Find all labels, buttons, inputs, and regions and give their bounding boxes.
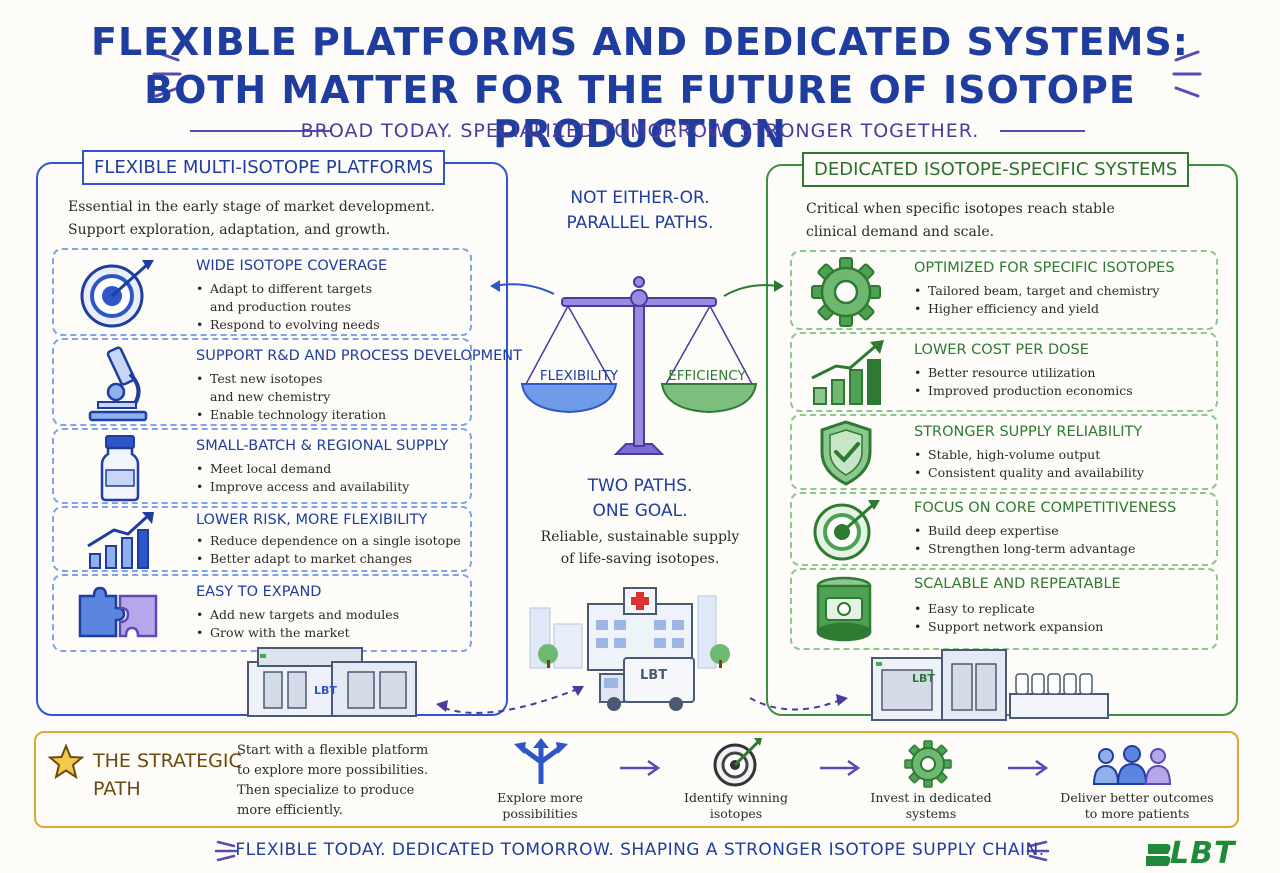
subtitle: BROAD TODAY. SPECIALIZED TOMORROW. STRON…: [300, 120, 980, 142]
left-card-1-bullets: Adapt to different targets and productio…: [196, 280, 380, 334]
right-card-5-bullets: Easy to replicate Support network expans…: [914, 600, 1103, 636]
right-card-5: SCALABLE AND REPEATABLE Easy to replicat…: [790, 568, 1218, 650]
left-card-2-bullets: Test new isotopes and new chemistry Enab…: [196, 370, 386, 424]
star-icon: [47, 743, 85, 784]
arrow-right-icon: [818, 758, 862, 782]
split-arrows-icon: [508, 738, 574, 790]
sparkle-lines-left-icon: [150, 44, 184, 110]
scale-left-label: FLEXIBILITY: [539, 368, 619, 384]
right-panel-title: DEDICATED ISOTOPE-SPECIFIC SYSTEMS: [802, 152, 1190, 187]
right-card-2: LOWER COST PER DOSE Better resource util…: [790, 332, 1218, 412]
dedicated-system-machine-illustration: [870, 642, 1110, 726]
arrow-right-icon: [1006, 758, 1050, 782]
gear-icon: [904, 740, 952, 792]
title-line-2: BOTH MATTER FOR THE FUTURE OF ISOTOPE PR…: [144, 68, 1136, 156]
strategic-path-description: Start with a flexible platform to explor…: [237, 743, 429, 818]
left-card-4-bullets: Reduce dependence on a single isotope Be…: [196, 532, 461, 568]
goal-text: TWO PATHS. ONE GOAL.: [587, 476, 693, 521]
left-card-2: SUPPORT R&D AND PROCESS DEVELOPMENT Test…: [52, 338, 522, 428]
left-card-4: LOWER RISK, MORE FLEXIBILITY Reduce depe…: [52, 506, 472, 572]
bar-chart-icon: [808, 338, 888, 412]
strategic-path-panel: [34, 731, 1239, 828]
left-panel-title: FLEXIBLE MULTI-ISOTOPE PLATFORMS: [82, 150, 446, 185]
growth-chart-icon: [84, 510, 156, 576]
left-machine-label: LBT: [314, 684, 337, 697]
puzzle-icon: [76, 586, 160, 646]
dashed-flow-arrows: [430, 668, 860, 732]
target-icon: [78, 256, 158, 336]
truck-label: LBT: [640, 668, 668, 683]
gear-icon: [810, 256, 882, 332]
arrows-to-panels-icon: [486, 272, 786, 316]
right-panel-intro: Critical when specific isotopes reach st…: [806, 201, 1115, 240]
target-icon: [712, 736, 764, 792]
arrow-right-icon: [618, 758, 662, 782]
vial-icon: [98, 434, 142, 506]
right-card-2-bullets: Better resource utilization Improved pro…: [914, 364, 1133, 400]
people-icon: [1092, 744, 1174, 790]
balance-scale-icon: [516, 276, 762, 464]
right-machine-label: LBT: [912, 672, 935, 685]
left-card-3: SMALL-BATCH & REGIONAL SUPPLY Meet local…: [52, 428, 472, 504]
strategic-path-title: THE STRATEGIC PATH: [93, 750, 242, 800]
right-card-1: OPTIMIZED FOR SPECIFIC ISOTOPES Tailored…: [790, 250, 1218, 330]
right-card-3: STRONGER SUPPLY RELIABILITY Stable, high…: [790, 414, 1218, 490]
step-2-label: Identify winning isotopes: [684, 790, 788, 821]
title-line-1: FLEXIBLE PLATFORMS AND DEDICATED SYSTEMS…: [91, 20, 1189, 64]
module-icon: [812, 574, 876, 648]
right-card-1-bullets: Tailored beam, target and chemistry High…: [914, 282, 1159, 318]
left-card-3-bullets: Meet local demand Improve access and ava…: [196, 460, 409, 496]
subtitle-rule-left: [190, 130, 330, 132]
subtitle-rule-right: [1000, 130, 1085, 132]
lbt-logo: LBT: [1170, 836, 1236, 871]
left-card-1: WIDE ISOTOPE COVERAGE Adapt to different…: [52, 248, 472, 336]
shield-check-icon: [818, 420, 874, 490]
goal-subtext: Reliable, sustainable supply of life-sav…: [540, 529, 740, 567]
footer-tagline: FLEXIBLE TODAY. DEDICATED TOMORROW. SHAP…: [235, 840, 1045, 860]
parallel-paths-text: NOT EITHER-OR. PARALLEL PATHS.: [566, 188, 714, 233]
scale-right-label: EFFICIENCY: [668, 368, 746, 384]
right-card-4: FOCUS ON CORE COMPETITIVENESS Build deep…: [790, 492, 1218, 566]
lbt-logo-mark: [1144, 840, 1174, 873]
step-3-label: Invest in dedicated systems: [870, 790, 992, 821]
right-card-3-bullets: Stable, high-volume output Consistent qu…: [914, 446, 1144, 482]
flexible-platform-machine-illustration: [244, 640, 424, 724]
footer-sparkle-right-icon: [1026, 838, 1050, 870]
microscope-icon: [84, 344, 154, 428]
target-icon: [812, 496, 882, 568]
left-card-5-bullets: Add new targets and modules Grow with th…: [196, 606, 399, 642]
right-card-4-bullets: Build deep expertise Strengthen long-ter…: [914, 522, 1135, 558]
hospital-illustration: [520, 584, 760, 720]
sparkle-lines-right-icon: [1170, 44, 1204, 110]
left-panel-intro: Essential in the early stage of market d…: [68, 199, 435, 238]
step-4-label: Deliver better outcomes to more patients: [1060, 790, 1214, 821]
step-1-label: Explore more possibilities: [497, 790, 583, 821]
footer-sparkle-left-icon: [214, 838, 238, 870]
